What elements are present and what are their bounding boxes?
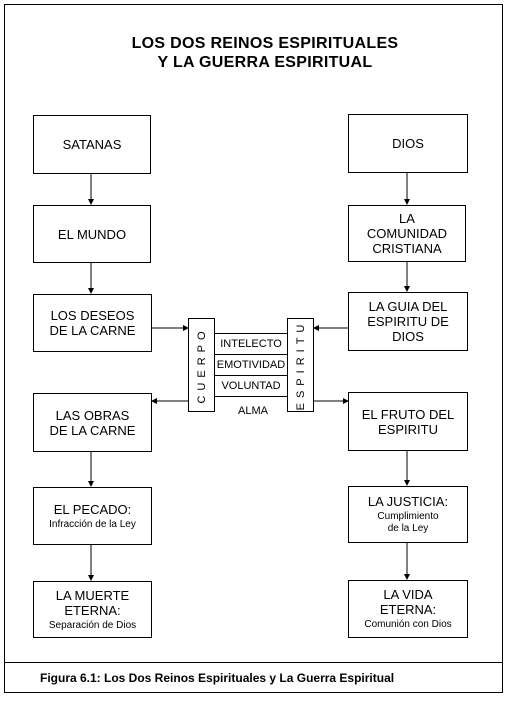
box-guia-del-espiritu: LA GUIA DEL ESPIRITU DE DIOS: [348, 292, 468, 351]
caption-divider: [4, 662, 503, 663]
box-deseos-de-la-carne: LOS DESEOS DE LA CARNE: [33, 294, 152, 352]
emotividad-box: EMOTIVIDAD: [214, 354, 288, 376]
figure-frame: [4, 4, 503, 693]
box-el-mundo-label: EL MUNDO: [57, 226, 127, 242]
box-vida-sub: Comunión con Dios: [364, 619, 452, 630]
box-satanas-label: SATANAS: [62, 137, 122, 152]
box-fruto-label: EL FRUTO DEL ESPIRITU: [361, 406, 455, 437]
figure-caption: Figura 6.1: Los Dos Reinos Espirituales …: [40, 671, 395, 685]
alma-label: ALMA: [238, 405, 268, 417]
box-comunidad-cristiana: LA COMUNIDAD CRISTIANA: [348, 205, 466, 262]
box-deseos-label: LOS DESEOS DE LA CARNE: [49, 308, 136, 338]
box-obras-label: LAS OBRAS DE LA CARNE: [49, 407, 136, 438]
intelecto-label: INTELECTO: [220, 338, 282, 350]
voluntad-box: VOLUNTAD: [214, 375, 288, 397]
title-line-1: LOS DOS REINOS ESPIRITUALES: [131, 35, 399, 52]
box-vida-label: LA VIDA ETERNA:: [379, 587, 437, 617]
box-la-justicia: LA JUSTICIA: Cumplimiento de la Ley: [348, 486, 468, 543]
box-el-pecado: EL PECADO: Infracción de la Ley: [33, 487, 152, 545]
box-fruto-del-espiritu: EL FRUTO DEL ESPIRITU: [348, 392, 468, 451]
voluntad-label: VOLUNTAD: [221, 380, 281, 392]
box-guia-label: LA GUIA DEL ESPIRITU DE DIOS: [367, 299, 449, 344]
emotividad-label: EMOTIVIDAD: [216, 359, 286, 371]
espiritu-label: ESPIRITU: [294, 319, 307, 411]
box-justicia-sub: Cumplimiento de la Ley: [377, 511, 439, 534]
espiritu-box: ESPIRITU: [287, 318, 314, 412]
box-comunidad-label: LA COMUNIDAD CRISTIANA: [366, 211, 448, 256]
diagram-title: LOS DOS REINOS ESPIRITUALES Y LA GUERRA …: [60, 34, 470, 72]
box-obras-de-la-carne: LAS OBRAS DE LA CARNE: [33, 393, 152, 452]
box-dios: DIOS: [348, 114, 468, 173]
box-pecado-sub: Infracción de la Ley: [49, 518, 136, 530]
intelecto-box: INTELECTO: [214, 333, 288, 355]
box-la-vida-eterna: LA VIDA ETERNA: Comunión con Dios: [348, 580, 468, 638]
box-muerte-label: LA MUERTE ETERNA:: [55, 587, 130, 618]
box-satanas: SATANAS: [33, 115, 151, 174]
box-la-muerte-eterna: LA MUERTE ETERNA: Separación de Dios: [33, 581, 152, 638]
box-el-mundo: EL MUNDO: [33, 205, 151, 263]
box-pecado-label: EL PECADO:: [53, 501, 132, 517]
box-dios-label: DIOS: [392, 136, 424, 151]
box-justicia-label: LA JUSTICIA:: [367, 494, 449, 509]
box-muerte-sub: Separación de Dios: [48, 619, 137, 631]
cuerpo-box: CUERPO: [188, 318, 215, 412]
title-line-2: Y LA GUERRA ESPIRITUAL: [157, 54, 373, 71]
cuerpo-label: CUERPO: [195, 326, 208, 404]
